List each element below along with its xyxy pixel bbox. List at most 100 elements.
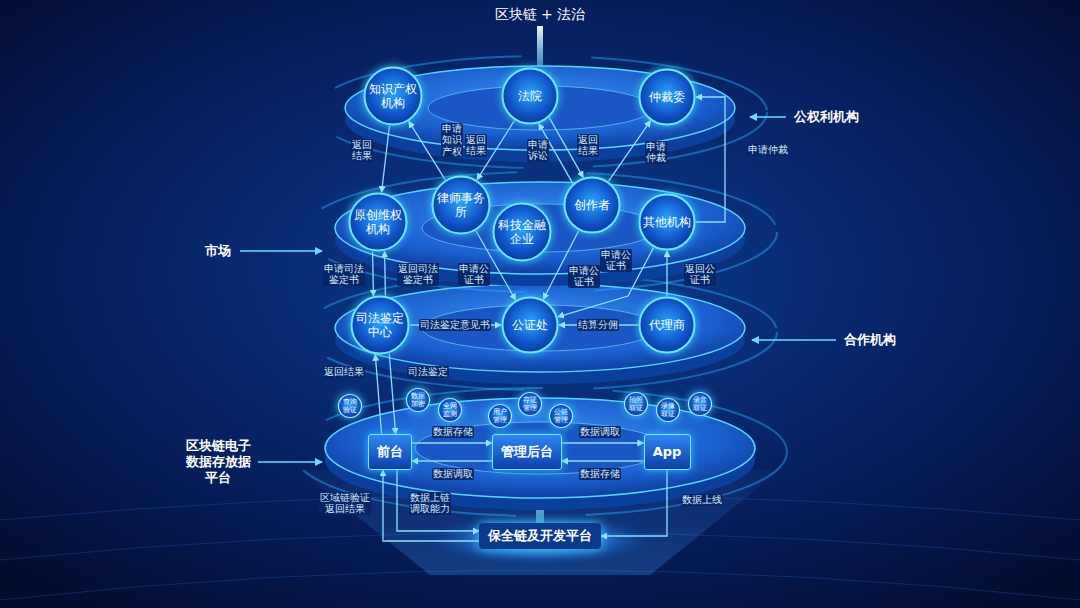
edge-label: 申请公证书 bbox=[458, 263, 490, 286]
edge-label: 返回公证书 bbox=[684, 263, 716, 286]
node-label: 律师事务所 bbox=[436, 191, 486, 220]
function-badge: 公链管理 bbox=[548, 403, 574, 429]
org-circle: 科技金融企业 bbox=[492, 202, 552, 262]
circle-shape bbox=[503, 69, 558, 124]
module-box: 前台 bbox=[368, 434, 412, 470]
org-circle: 法院 bbox=[501, 67, 559, 125]
flow-arrow bbox=[372, 252, 374, 296]
flow-arrow bbox=[666, 251, 667, 296]
flow-arrow bbox=[384, 251, 386, 295]
edge-label-holder: 数据调取 bbox=[579, 426, 621, 438]
node-label: 司法鉴定中心 bbox=[355, 311, 405, 340]
edge-label: 申请仲裁 bbox=[645, 141, 667, 164]
function-badge: 录像取证 bbox=[655, 397, 681, 423]
node-label: 公证处 bbox=[505, 318, 555, 332]
edge-label: 返回司法鉴定书 bbox=[397, 263, 439, 286]
edge-label-holder: 数据上链调取能力 bbox=[409, 492, 451, 515]
node-label: 存证管理 bbox=[522, 396, 537, 412]
flow-arrow bbox=[382, 126, 390, 192]
edge-label-holder: 返回结果 bbox=[351, 139, 373, 162]
circle-shape bbox=[439, 399, 462, 422]
edge-label-holder: 司法鉴定 bbox=[407, 366, 449, 378]
circle-shape bbox=[550, 405, 573, 428]
node-label: 法院 bbox=[505, 89, 555, 103]
org-circle: 知识产权机构 bbox=[363, 66, 423, 126]
circle-shape bbox=[503, 298, 558, 353]
group-label: 公权利机构 bbox=[786, 109, 867, 125]
edge-label-holder: 申请仲裁 bbox=[645, 141, 667, 164]
edge-label: 返回结果 bbox=[465, 134, 487, 157]
edge-label-holder: 返回结果 bbox=[577, 134, 599, 157]
edge-label-holder: 返回结果 bbox=[323, 366, 365, 378]
circle-shape bbox=[365, 68, 422, 125]
circle-shape bbox=[433, 177, 490, 234]
flow-arrow bbox=[601, 470, 667, 536]
edge-label: 数据调取 bbox=[432, 468, 474, 480]
module-box: App bbox=[644, 434, 691, 470]
node-label: App bbox=[653, 444, 682, 460]
function-badge: 数据加密 bbox=[405, 387, 431, 413]
edge-label: 区域链验证返回结果 bbox=[319, 492, 371, 515]
circle-shape bbox=[489, 405, 512, 428]
flow-arrow bbox=[409, 121, 445, 179]
node-label: 全网监测 bbox=[442, 402, 457, 418]
flow-arrow bbox=[562, 460, 644, 461]
group-label-holder: 公权利机构 bbox=[786, 109, 867, 125]
circle-shape bbox=[640, 298, 695, 353]
org-circle: 原创维权机构 bbox=[348, 192, 408, 252]
node-label: 查询验证 bbox=[342, 398, 357, 414]
platform-disc bbox=[313, 56, 767, 168]
edge-label-holder: 数据上线 bbox=[681, 494, 723, 506]
function-badge: 全网监测 bbox=[437, 397, 463, 423]
edge-label-holder: 司法鉴定意见书 bbox=[419, 319, 491, 331]
group-label-holder: 合作机构 bbox=[836, 332, 904, 348]
circle-shape bbox=[625, 393, 648, 416]
edge-label-holder: 数据存储 bbox=[579, 468, 621, 480]
edge-label-holder: 申请公证书 bbox=[600, 249, 632, 272]
edge-label: 数据上链调取能力 bbox=[409, 492, 451, 515]
flow-arrow bbox=[383, 470, 479, 541]
group-label: 区块链电子数据存放据平台 bbox=[184, 438, 252, 487]
function-badge: 查询验证 bbox=[337, 393, 363, 419]
edge-label: 数据上线 bbox=[681, 494, 723, 506]
edge-label: 司法鉴定意见书 bbox=[419, 319, 491, 331]
edge-label-holder: 申请公证书 bbox=[568, 265, 600, 288]
org-circle: 创作者 bbox=[563, 176, 621, 234]
diagram-title: 区块链 + 法治 bbox=[495, 6, 586, 24]
function-badge: 用户管理 bbox=[487, 403, 513, 429]
edge-label: 返回结果 bbox=[577, 134, 599, 157]
edge-label-holder: 结算分佣 bbox=[577, 319, 619, 331]
node-label: 原创维权机构 bbox=[353, 208, 403, 237]
circle-shape bbox=[565, 178, 620, 233]
node-label: 拍照取证 bbox=[628, 396, 643, 412]
node-label: 公链管理 bbox=[553, 408, 568, 424]
edge-label: 申请仲裁 bbox=[747, 144, 789, 156]
group-label: 市场 bbox=[197, 243, 239, 259]
edge-label-holder: 返回结果 bbox=[465, 134, 487, 157]
circle-shape bbox=[519, 393, 542, 416]
edge-label: 数据调取 bbox=[579, 426, 621, 438]
leader-arrow bbox=[240, 117, 836, 462]
circle-shape bbox=[352, 297, 409, 354]
org-circle: 仲裁委 bbox=[638, 68, 696, 126]
edge-label: 返回结果 bbox=[351, 139, 373, 162]
light-beam bbox=[537, 26, 543, 70]
node-label: 知识产权机构 bbox=[368, 82, 418, 111]
node-label: 保全链及开发平台 bbox=[488, 528, 592, 544]
node-label: 数据加密 bbox=[410, 392, 425, 408]
edge-label: 申请诉讼 bbox=[527, 139, 549, 162]
flow-arrow bbox=[375, 355, 381, 434]
edge-label-holder: 申请知识产权 bbox=[441, 123, 463, 158]
node-label: 其他机构 bbox=[642, 215, 692, 229]
flow-arrow bbox=[412, 460, 492, 461]
edge-label-holder: 返回司法鉴定书 bbox=[397, 263, 439, 286]
edge-label: 申请知识产权 bbox=[441, 123, 463, 158]
edge-label-holder: 申请诉讼 bbox=[527, 139, 549, 162]
function-badge: 拍照取证 bbox=[623, 391, 649, 417]
edge-label: 申请公证书 bbox=[600, 249, 632, 272]
edge-label-holder: 返回公证书 bbox=[684, 263, 716, 286]
flow-arrow bbox=[389, 354, 395, 434]
edge-label: 司法鉴定 bbox=[407, 366, 449, 378]
